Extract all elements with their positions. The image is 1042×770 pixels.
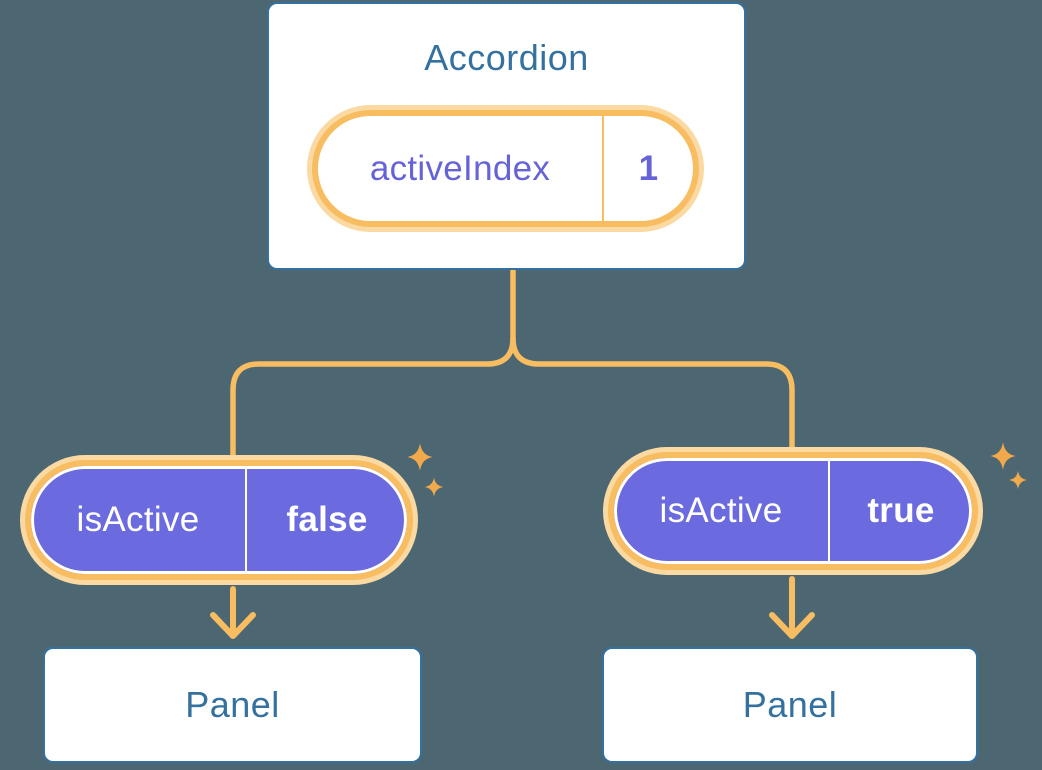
prop-value-label: true (867, 491, 935, 530)
state-value-label: 1 (638, 148, 659, 188)
sparkle-icon (407, 443, 433, 471)
sparkle-icon (990, 442, 1016, 470)
panel-card-left: Panel (43, 647, 422, 763)
prop-value-label: false (286, 500, 368, 539)
sparkle-icon (1009, 471, 1027, 489)
pill-divider (602, 116, 604, 221)
arrow-right-head-icon (769, 612, 815, 639)
pill-divider (828, 458, 830, 564)
pill-divider (245, 466, 247, 574)
connector-trunk-left-branch (230, 267, 516, 459)
panel-title: Panel (742, 684, 838, 725)
prop-pill-isactive-false: isActive false (25, 460, 413, 580)
panel-card-right: Panel (602, 647, 978, 763)
connector-right-branch (510, 335, 795, 452)
state-name-label: activeIndex (369, 148, 551, 188)
sparkle-icon (424, 477, 444, 497)
accordion-title: Accordion (424, 37, 589, 78)
accordion-component-card: Accordion activeIndex 1 (267, 2, 746, 270)
arrow-left-head-icon (210, 612, 256, 639)
prop-name-label: isActive (76, 500, 200, 539)
state-pill: activeIndex 1 (312, 110, 699, 227)
prop-pill-isactive-true: isActive true (608, 452, 978, 570)
prop-name-label: isActive (659, 491, 783, 530)
panel-title: Panel (185, 684, 280, 725)
